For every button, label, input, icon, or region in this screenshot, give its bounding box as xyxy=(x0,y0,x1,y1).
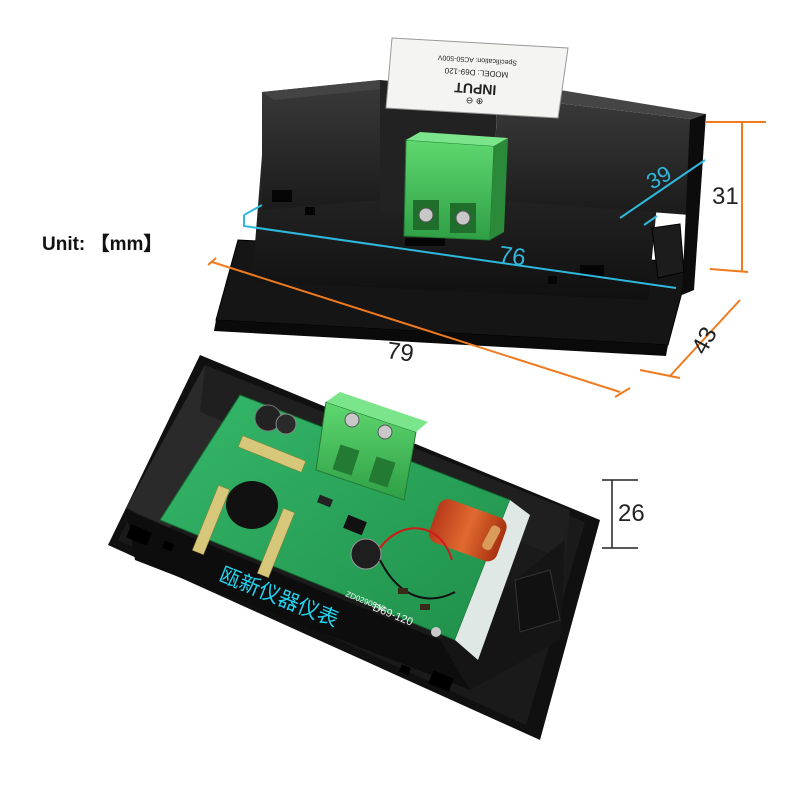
dimension-length: 79 xyxy=(385,337,415,367)
cyan-dimension-lines xyxy=(243,159,706,289)
dimension-height: 31 xyxy=(712,183,739,210)
terminal-screw xyxy=(455,210,471,226)
dimension-board-height: 26 xyxy=(618,500,645,527)
mounting-clip xyxy=(651,223,685,279)
label-symbols: ⊕ ⊖ xyxy=(465,95,483,106)
vent-slot xyxy=(305,207,315,215)
unit-bracket-close: 】 xyxy=(143,234,163,255)
resistor xyxy=(482,525,501,551)
mounting-clip xyxy=(514,569,561,633)
board-height-dimension xyxy=(602,479,638,549)
black-wire xyxy=(379,559,456,600)
pcb-board xyxy=(159,394,530,660)
orange-dimension-lines xyxy=(207,121,766,398)
label-title: INPUT xyxy=(453,80,496,99)
vent-slot xyxy=(272,190,292,202)
red-wire xyxy=(379,527,453,561)
terminal-screw xyxy=(344,412,360,428)
vent-slot xyxy=(548,276,557,284)
input-terminal-block xyxy=(403,132,508,241)
label-model: MODEL: D69-120 xyxy=(444,66,509,79)
unit-value: mm xyxy=(109,234,144,255)
pcb-terminal-block xyxy=(315,392,428,501)
unit-caption: Unit: 【mm】 xyxy=(42,229,162,256)
dimension-inner-width: 76 xyxy=(497,241,527,271)
unit-bracket-open: 【 xyxy=(90,234,110,255)
cob-chip xyxy=(226,481,278,529)
electrolytic-capacitor xyxy=(350,538,382,570)
unit-prefix: Unit: xyxy=(42,234,91,255)
terminal-screw xyxy=(377,424,393,440)
terminal-screw xyxy=(418,207,434,223)
